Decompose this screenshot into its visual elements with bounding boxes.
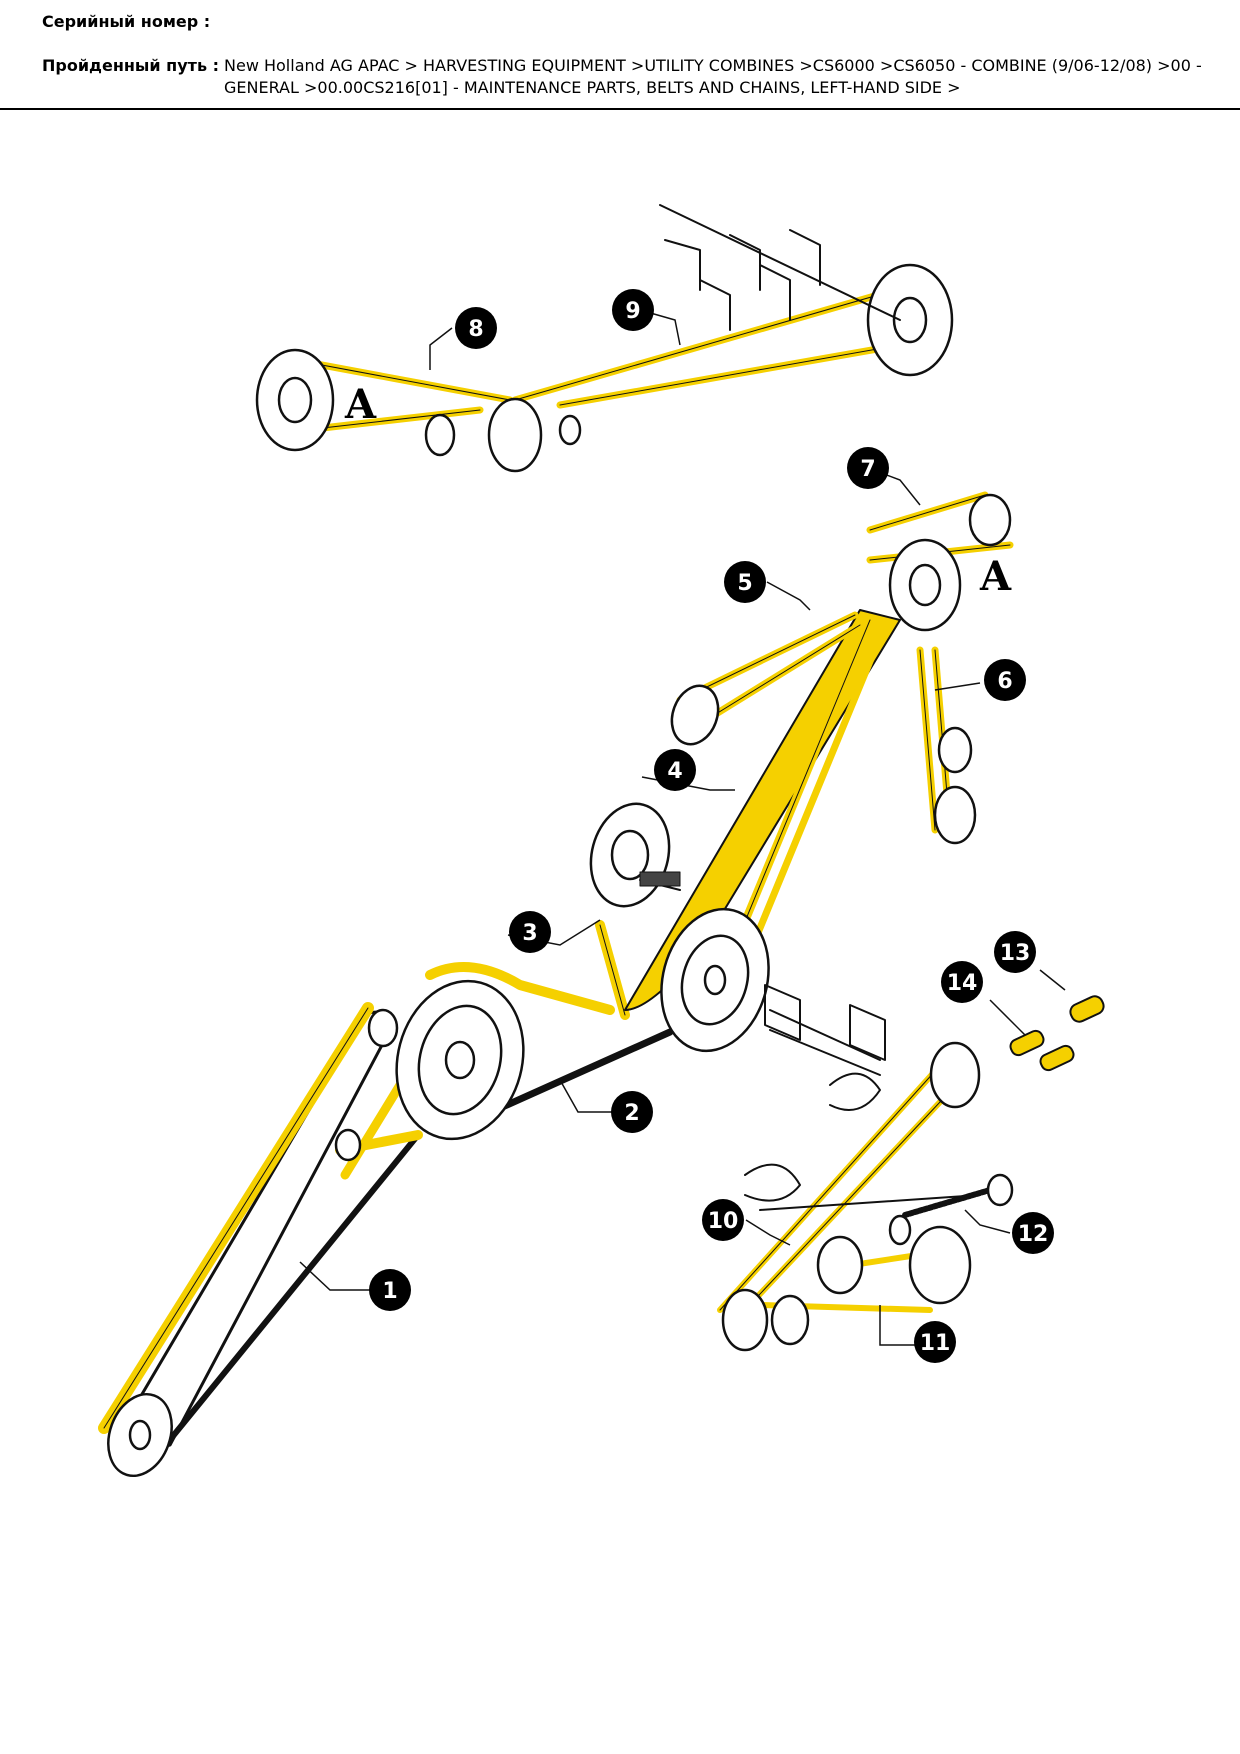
callout-3: 3	[509, 911, 551, 953]
svg-text:14: 14	[947, 971, 978, 996]
svg-text:10: 10	[708, 1209, 739, 1234]
pulley-6a	[937, 726, 973, 774]
svg-text:3: 3	[522, 921, 537, 946]
chain-link-13	[1069, 995, 1105, 1023]
belt-1	[116, 1010, 392, 1453]
svg-text:7: 7	[860, 457, 875, 482]
chain-link-14b	[1039, 1044, 1075, 1072]
pulley-6b	[933, 785, 977, 845]
pulley-5	[670, 684, 720, 746]
pulley-idler-b	[334, 1128, 362, 1162]
callout-6: 6	[984, 659, 1026, 701]
callout-7: 7	[847, 447, 889, 489]
svg-text:9: 9	[625, 299, 640, 324]
belt-9	[511, 276, 934, 409]
chain-12	[902, 1187, 993, 1218]
pulley-idler-a	[367, 1008, 399, 1048]
callout-13: 13	[994, 931, 1036, 973]
svg-text:13: 13	[1000, 941, 1031, 966]
callout-11: 11	[914, 1321, 956, 1363]
svg-text:4: 4	[667, 759, 682, 784]
threaded-stud	[639, 871, 681, 887]
callout-12: 12	[1012, 1212, 1054, 1254]
view-letter-a-right: A	[979, 553, 1012, 600]
svg-text:6: 6	[997, 669, 1012, 694]
callout-9: 9	[612, 289, 654, 331]
callout-14: 14	[941, 961, 983, 1003]
auger	[744, 1072, 881, 1202]
svg-text:12: 12	[1018, 1222, 1049, 1247]
breadcrumb-line-2: GENERAL >00.00CS216[01] - MAINTENANCE PA…	[224, 78, 961, 97]
callouts: 1 2 3 4 5 6 7 8 9 10 11 12 13 14	[369, 289, 1054, 1363]
callout-5: 5	[724, 561, 766, 603]
breadcrumb-line-1: New Holland AG APAC > HARVESTING EQUIPME…	[224, 56, 1202, 75]
callout-1: 1	[369, 1269, 411, 1311]
pulley-8-mid	[487, 397, 543, 473]
callout-8: 8	[455, 307, 497, 349]
shaft-center	[769, 1009, 881, 1076]
header-divider	[0, 108, 1240, 110]
view-letter-a-left: A	[344, 381, 377, 428]
path-label: Пройденный путь :	[42, 56, 220, 75]
callout-10: 10	[702, 1199, 744, 1241]
pulley-10	[929, 1041, 981, 1109]
threshing-rasp-bars	[664, 229, 821, 331]
svg-text:1: 1	[382, 1279, 397, 1304]
svg-text:5: 5	[737, 571, 752, 596]
callout-2: 2	[611, 1091, 653, 1133]
chain-link-14a	[1009, 1029, 1045, 1057]
pulley-7-outer	[968, 493, 1012, 547]
svg-text:2: 2	[624, 1101, 639, 1126]
svg-text:11: 11	[920, 1331, 951, 1356]
svg-text:8: 8	[468, 317, 483, 342]
breadcrumb-path: New Holland AG APAC > HARVESTING EQUIPME…	[224, 55, 1204, 99]
serial-number-label: Серийный номер :	[42, 12, 211, 31]
belt-diagram: A A 1 2 3 4 5 6 7 8 9 10 11 12 13 14	[98, 204, 1105, 1478]
callout-4: 4	[654, 749, 696, 791]
